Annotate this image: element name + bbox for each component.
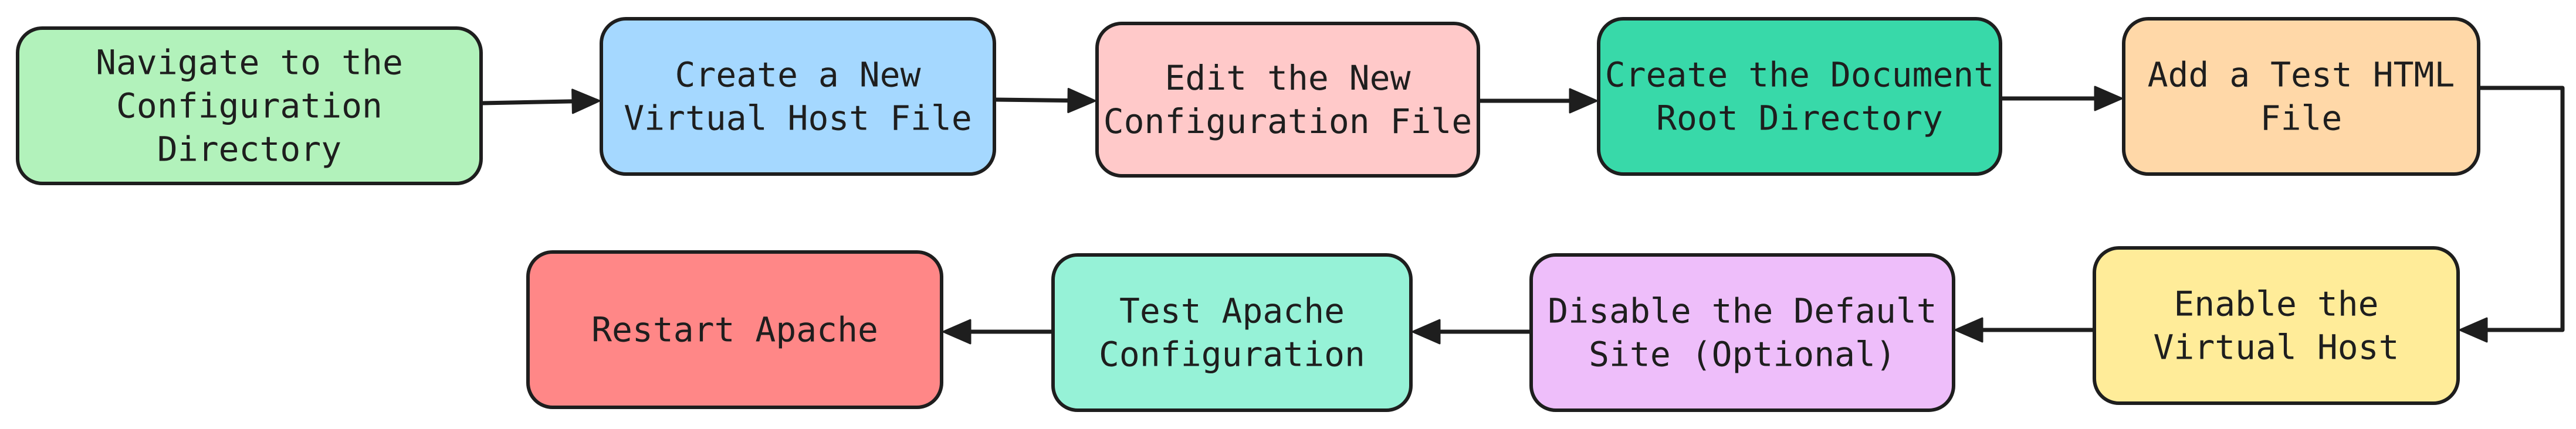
node-box [2122,17,2480,176]
node-label: Disable the Default [1548,291,1937,331]
node-label: Create a New [675,55,920,95]
arrowhead-icon [1954,317,1983,343]
node-box [16,26,483,185]
node-box [1051,253,1413,412]
node-label: Enable the [2174,284,2378,324]
edges-layer [480,86,2565,345]
node-label: Virtual Host [2153,328,2399,367]
node-box [1597,17,2002,176]
edge-create-vhost-to-edit-config [993,87,1096,113]
edge-edit-config-to-create-docroot [1477,88,1598,114]
arrowhead-icon [2459,317,2488,343]
node-box [600,17,996,176]
node-label: Add a Test HTML [2148,55,2455,95]
edge-disable-default-to-test-config [1411,319,1532,345]
node-label: Root Directory [1656,98,1943,138]
node-label: Navigate to the [96,43,403,83]
node-box [526,250,943,409]
node-box [2093,246,2460,405]
node-label: Restart Apache [591,310,878,350]
arrowhead-icon [1067,87,1096,113]
node-label: Configuration [116,86,382,126]
arrowhead-icon [571,88,601,114]
edge-create-docroot-to-add-test-html [1999,86,2123,111]
node-label: Configuration File [1103,101,1473,141]
node-restart: Restart Apache [526,250,943,409]
nodes-layer: Navigate to theConfigurationDirectoryCre… [16,17,2480,412]
arrowhead-icon [1411,319,1441,345]
node-label: Edit the New [1165,58,1410,98]
arrowhead-icon [1569,88,1598,114]
arrowhead-icon [2094,86,2123,111]
edge-navigate-to-create-vhost [480,88,601,114]
node-label: Create the Document [1605,55,1994,95]
edge-line [2477,86,2565,332]
arrowhead-icon [942,319,971,345]
edge-line [480,99,575,105]
node-label: Test Apache [1119,291,1345,331]
node-label: Directory [157,130,341,169]
edge-add-test-html-to-enable-vhost [2459,86,2565,343]
node-box [1095,22,1480,178]
edge-test-config-to-restart [942,319,1054,345]
edge-enable-vhost-to-disable-default [1954,317,2095,343]
node-label: Site (Optional) [1589,335,1896,374]
node-label: Configuration [1099,335,1365,374]
node-label: File [2260,98,2343,138]
node-label: Virtual Host File [624,98,972,138]
node-box [1529,253,1955,412]
